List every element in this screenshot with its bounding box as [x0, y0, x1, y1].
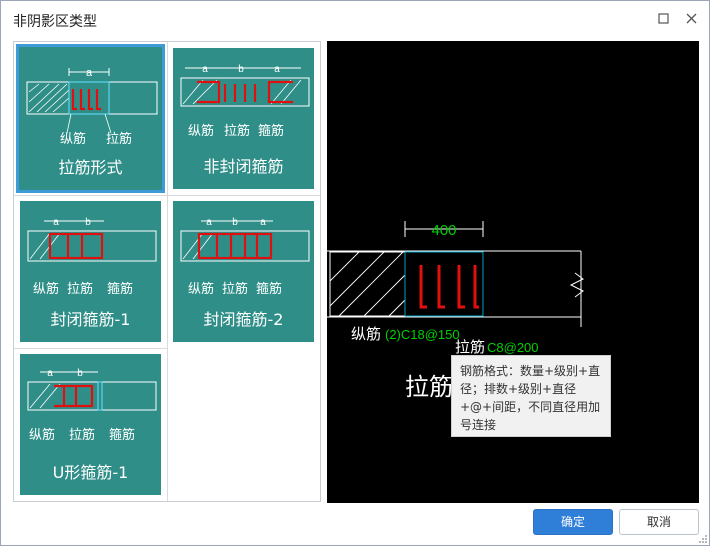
dim-label: a [260, 217, 266, 228]
callout-label: 纵筋 [29, 427, 55, 442]
type-card-u-stirrup-1[interactable]: a b 纵筋 拉筋 箍筋 U形箍筋-1 [20, 354, 161, 495]
dim-label: a [206, 217, 212, 228]
callout-label: 拉筋 [106, 131, 132, 146]
open-stirrup-diagram: a b a 纵筋 拉筋 箍筋 [180, 64, 310, 138]
callout-label: 拉筋 [69, 427, 95, 442]
type-cell: a b 纵筋 拉筋 箍筋 U形箍筋-1 [14, 348, 167, 501]
card-label: 非封闭箍筋 [203, 157, 284, 176]
maximize-button[interactable] [656, 11, 672, 27]
callout-label: 拉筋 [224, 123, 250, 138]
callout-label: 纵筋 [188, 281, 214, 296]
closed-stirrup-1-diagram: a b 纵筋 拉筋 箍筋 [27, 217, 157, 296]
type-cell: a b a 纵筋 拉筋 箍筋 非封闭箍筋 [167, 42, 320, 195]
closed-stirrup-2-diagram: a b a 纵筋 拉筋 箍筋 [180, 217, 310, 296]
type-grid: a 纵筋 拉筋 拉筋形式 a b [13, 41, 321, 502]
type-card-closed-stirrup-2[interactable]: a b a 纵筋 拉筋 箍筋 封闭箍筋-2 [173, 201, 314, 342]
ok-button[interactable]: 确定 [533, 509, 613, 535]
dim-label: a [47, 368, 53, 379]
grid-divider [14, 195, 320, 196]
callout-label: 纵筋 [188, 123, 214, 138]
callout-label: 纵筋 [33, 281, 59, 296]
dialog-title: 非阴影区类型 [13, 14, 97, 30]
callout-label: 箍筋 [107, 281, 133, 296]
preview-dimension: 400 [431, 222, 456, 239]
close-icon [686, 13, 697, 24]
format-tooltip: 钢筋格式：数量+级别+直径；排数+级别+直径+@+间距，不同直径用加号连接 [451, 355, 611, 437]
card-label: 拉筋形式 [58, 158, 123, 177]
rebar-label: 纵筋 [351, 326, 381, 343]
grid-divider [167, 42, 168, 501]
callout-label: 箍筋 [258, 123, 284, 138]
type-cell: a b a 纵筋 拉筋 箍筋 封闭箍筋-2 [167, 195, 320, 348]
card-label: 封闭箍筋-1 [50, 310, 131, 329]
dim-label: a [86, 67, 93, 79]
rebar-spec: (2)C18@150 [385, 327, 460, 342]
dim-label: b [77, 368, 83, 379]
title-bar[interactable]: 非阴影区类型 [1, 1, 709, 37]
type-card-tie-form[interactable]: a 纵筋 拉筋 拉筋形式 [16, 44, 165, 193]
preview-drawing: 400 纵筋 (2)C18@150 拉筋 C8@200 拉筋 [327, 221, 584, 401]
card-label: U形箍筋-1 [52, 463, 129, 482]
type-card-closed-stirrup-1[interactable]: a b 纵筋 拉筋 箍筋 封闭箍筋-1 [20, 201, 161, 342]
u-stirrup-diagram: a b 纵筋 拉筋 箍筋 [27, 368, 157, 442]
tie-form-diagram: a 纵筋 拉筋 [26, 67, 158, 146]
callout-label: 纵筋 [60, 131, 86, 146]
callout-label: 箍筋 [109, 427, 135, 442]
callout-label: 拉筋 [67, 281, 93, 296]
preview-type-label: 拉筋 [405, 374, 453, 401]
dim-label: a [274, 64, 280, 75]
tie-spec: C8@200 [487, 340, 539, 355]
dim-label: a [53, 217, 59, 228]
type-cell: a 纵筋 拉筋 拉筋形式 [14, 42, 167, 195]
dim-label: b [238, 64, 244, 75]
card-label: 封闭箍筋-2 [203, 310, 284, 329]
cancel-button[interactable]: 取消 [619, 509, 699, 535]
resize-grip-icon[interactable] [698, 534, 708, 544]
type-cell: a b 纵筋 拉筋 箍筋 封闭箍筋-1 [14, 195, 167, 348]
close-button[interactable] [684, 11, 700, 27]
grid-divider [14, 348, 167, 349]
tie-label: 拉筋 [455, 339, 485, 356]
dim-label: b [232, 217, 238, 228]
dim-label: b [85, 217, 91, 228]
dim-label: a [202, 64, 208, 75]
type-card-open-stirrup[interactable]: a b a 纵筋 拉筋 箍筋 非封闭箍筋 [173, 48, 314, 189]
callout-label: 拉筋 [222, 281, 248, 296]
maximize-icon [658, 13, 669, 24]
callout-label: 箍筋 [256, 281, 282, 296]
